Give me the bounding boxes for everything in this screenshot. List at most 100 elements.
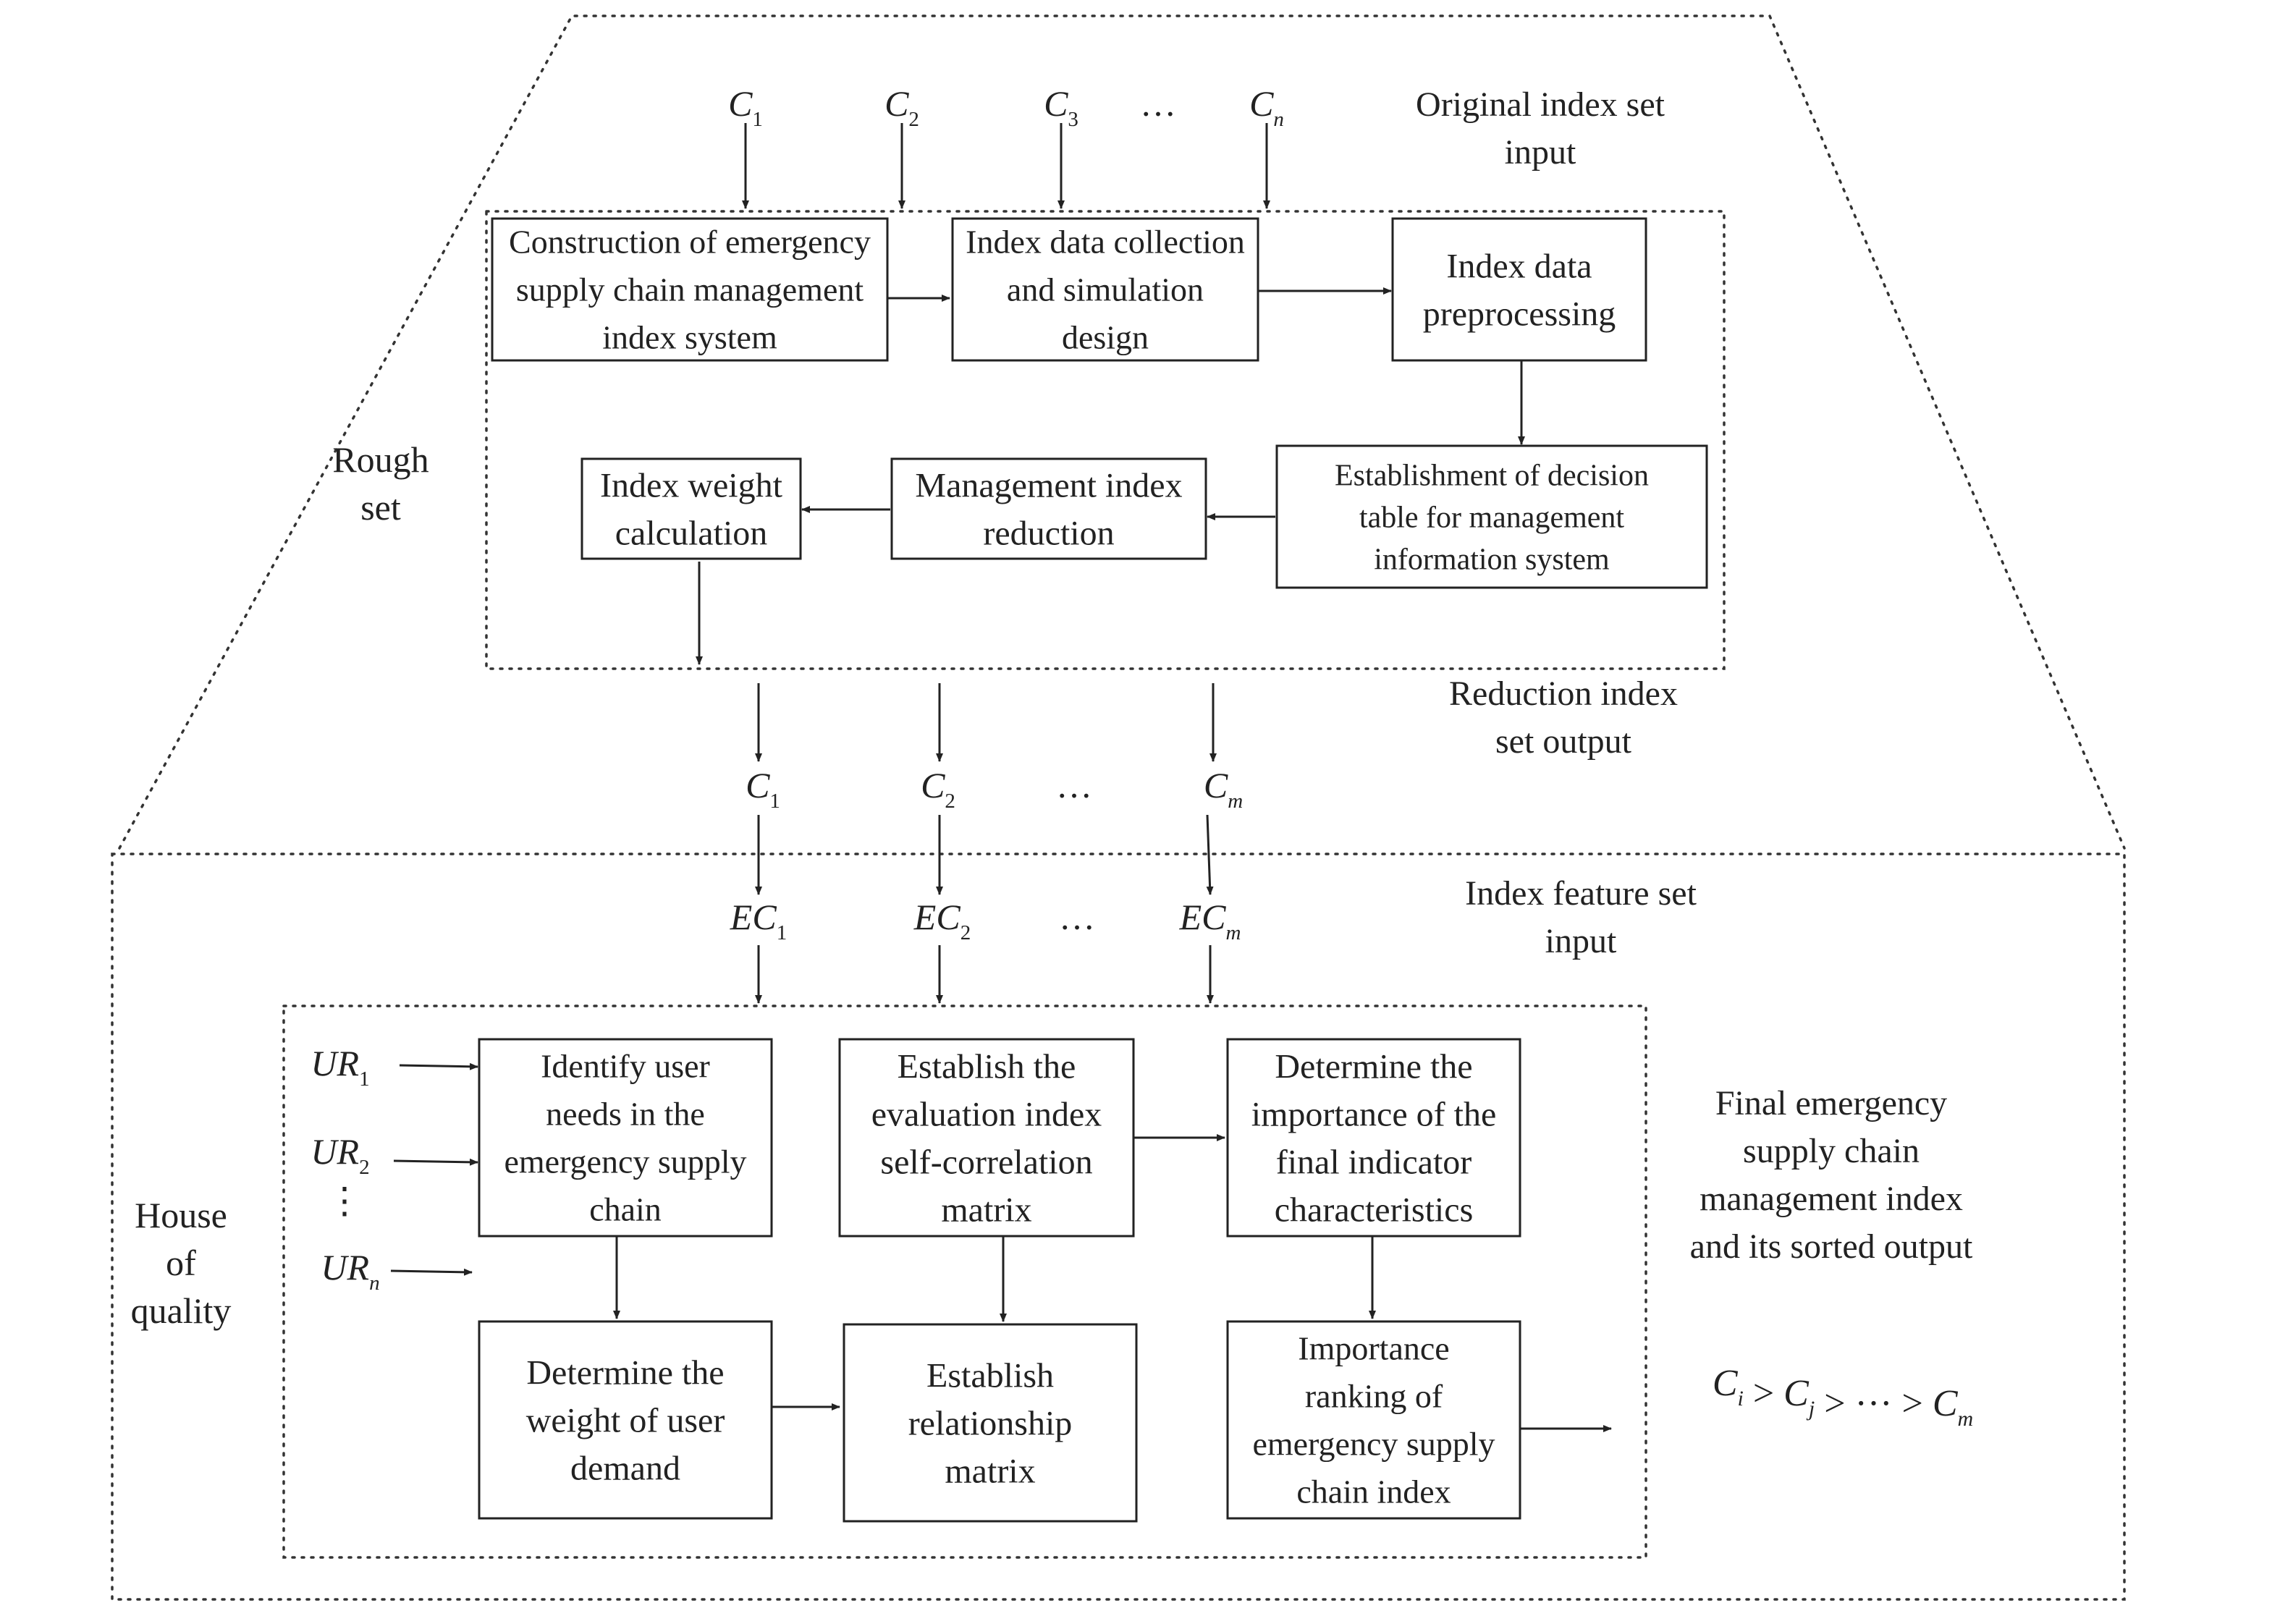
label-line: supply chain	[1743, 1132, 1920, 1170]
box-label-line: Index data	[1446, 247, 1592, 285]
box-decision-table-frame	[1275, 444, 1708, 589]
box-label-line: importance of the	[1251, 1095, 1497, 1133]
box-label-line: Establish the	[898, 1047, 1076, 1086]
box-construction-frame	[491, 217, 889, 362]
box-label-line: table for management	[1359, 501, 1624, 534]
box-label-line: matrix	[945, 1452, 1035, 1490]
box-label-line: Management index	[915, 466, 1182, 504]
box-reduction-frame	[890, 457, 1207, 560]
box-label-line: matrix	[941, 1190, 1031, 1229]
label-line: Final emergency	[1715, 1084, 1947, 1122]
box-self-correlation: Establish the evaluation index self-correl…	[838, 1038, 1135, 1238]
label-line: set output	[1495, 722, 1632, 761]
box-label-line: Establish	[926, 1356, 1054, 1395]
box-label-line: chain	[589, 1191, 662, 1228]
box-label-line: Identify user	[541, 1048, 710, 1085]
label-line: management index	[1700, 1180, 1963, 1218]
box-label-line: Index data collection	[966, 224, 1245, 261]
box-importance-final: Determine the importance of the final indi…	[1226, 1038, 1521, 1238]
label-line: of	[166, 1243, 196, 1283]
box-collection: Index data collection and simulation desig…	[951, 217, 1259, 362]
box-label-line: relationship	[908, 1404, 1073, 1442]
rough-set-outline	[118, 14, 2126, 850]
box-label-line: Determine the	[1275, 1047, 1472, 1086]
box-label-line: self-correlation	[880, 1143, 1092, 1181]
box-label-line: chain index	[1296, 1473, 1451, 1510]
index-symbol: Cm	[1204, 765, 1243, 813]
index-symbol: ⋮	[326, 1180, 363, 1221]
box-label-line: Determine the	[526, 1353, 724, 1392]
box-identify-needs-frame	[478, 1038, 773, 1238]
box-identify-needs: Identify user needs in the emergency suppl…	[478, 1038, 773, 1238]
box-label-line: index system	[602, 319, 777, 356]
box-label-line: final indicator	[1276, 1143, 1472, 1181]
box-collection-frame	[951, 217, 1259, 362]
box-relationship-frame	[843, 1323, 1138, 1523]
index-symbol: UR1	[311, 1043, 369, 1091]
index-symbol: …	[1059, 897, 1095, 937]
index-symbol: C1	[746, 765, 780, 813]
box-label-line: evaluation index	[871, 1095, 1102, 1133]
ranking-expression: Ci > Cj > ··· > Cm	[1713, 1363, 1973, 1431]
label-line: Index feature set	[1465, 874, 1697, 913]
label-reduction-output: Reduction index set output	[1449, 674, 1678, 761]
house-of-quality-flow-arrows	[390, 1062, 1612, 1432]
index-symbol: C1	[728, 83, 763, 131]
house-of-quality-process-frame	[282, 1005, 1647, 1559]
box-self-correlation-frame	[838, 1038, 1135, 1238]
box-label-line: supply chain management	[516, 271, 864, 308]
box-label-line: characteristics	[1275, 1190, 1474, 1229]
label-line: Reduction index	[1449, 674, 1678, 713]
box-reduction: Management index reduction	[890, 457, 1207, 560]
index-symbol: C3	[1044, 83, 1078, 131]
box-label-line: and simulation	[1007, 271, 1204, 308]
index-symbol: EC2	[913, 897, 971, 944]
label-final-output: Final emergency supply chain management in…	[1690, 1084, 1973, 1266]
box-weight-demand-frame	[478, 1320, 773, 1520]
label-line: input	[1545, 922, 1617, 960]
label-line: quality	[131, 1290, 232, 1331]
label-line: Original index set	[1416, 85, 1665, 124]
rough-set-flow-arrows	[696, 287, 1525, 665]
box-label-line: needs in the	[546, 1096, 705, 1133]
label-line: set	[360, 487, 401, 528]
box-label-line: weight of user	[526, 1401, 725, 1439]
index-symbol: C2	[921, 765, 955, 813]
index-symbol: UR2	[311, 1131, 369, 1179]
box-label-line: calculation	[615, 514, 768, 552]
box-label-line: emergency supply	[1252, 1426, 1495, 1463]
label-feature-input: Index feature set input	[1465, 874, 1697, 960]
box-label-line: emergency supply	[504, 1143, 746, 1180]
output-arrows-mid	[755, 683, 1217, 1004]
box-label-line: demand	[570, 1449, 680, 1487]
input-arrows-top	[742, 123, 1270, 209]
box-label-line: reduction	[983, 514, 1114, 552]
index-symbol: URn	[321, 1247, 379, 1295]
house-of-quality-outline	[111, 853, 2126, 1601]
box-label-line: preprocessing	[1423, 295, 1616, 333]
box-weight-calc-frame	[580, 457, 802, 560]
process-boxes: Construction of emergency supply chain ma…	[478, 217, 1708, 1523]
label-original-input: Original index set input	[1416, 85, 1665, 172]
box-weight-demand: Determine the weight of user demand	[478, 1320, 773, 1520]
index-symbol: …	[1056, 765, 1092, 805]
label-line: and its sorted output	[1690, 1227, 1973, 1266]
box-label-line: design	[1062, 319, 1149, 356]
box-label-line: Construction of emergency	[509, 224, 871, 261]
label-line: input	[1505, 133, 1576, 172]
index-symbol: C2	[884, 83, 919, 131]
label-house-of-quality: House of quality	[131, 1195, 232, 1331]
box-label-line: ranking of	[1305, 1378, 1443, 1415]
label-line: House	[135, 1195, 227, 1235]
index-symbol: Cn	[1249, 83, 1284, 131]
box-label-line: Establishment of decision	[1335, 459, 1649, 492]
index-symbol: EC1	[730, 897, 787, 944]
box-preprocessing: Index data preprocessing	[1391, 217, 1647, 362]
box-decision-table: Establishment of decision table for manag…	[1275, 444, 1708, 589]
box-importance-final-frame	[1226, 1038, 1521, 1238]
